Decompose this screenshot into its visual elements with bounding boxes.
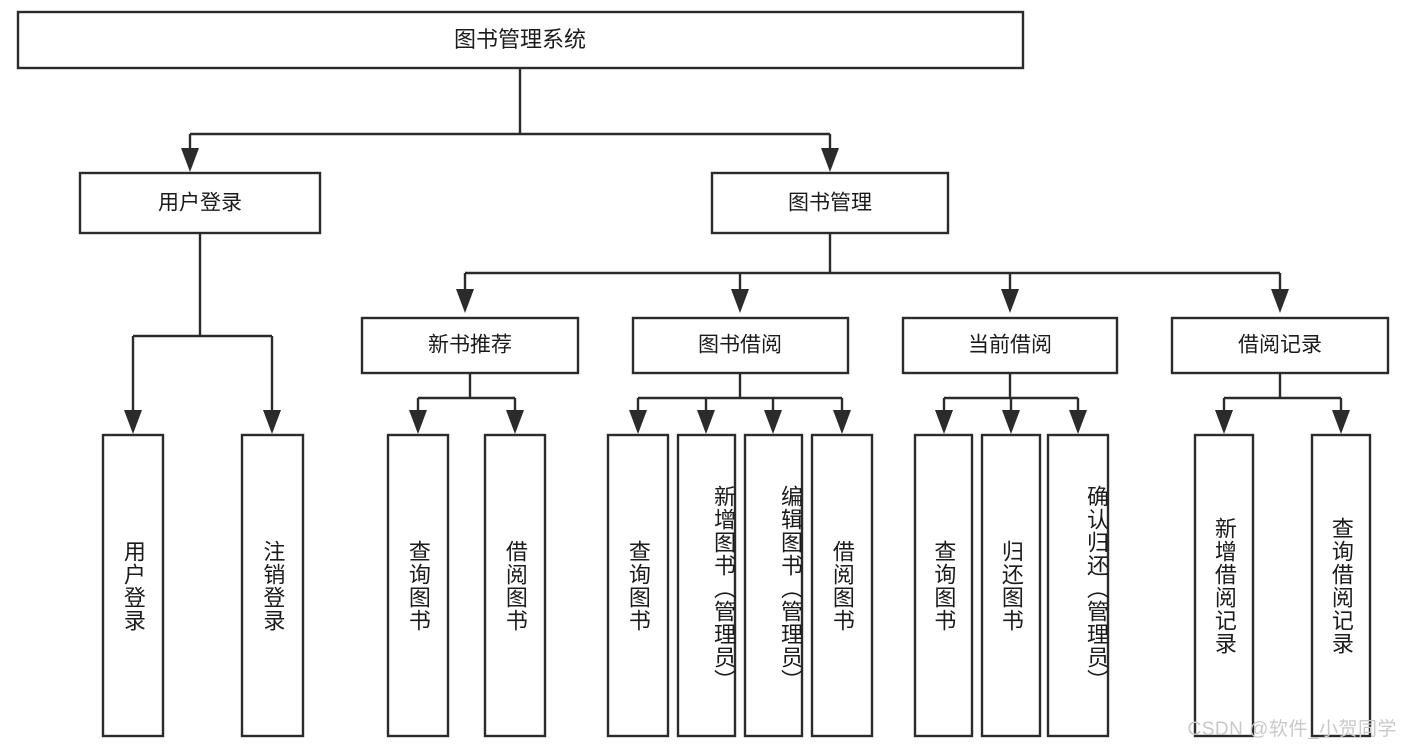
node-borrow-record-label: 借阅记录	[1238, 334, 1322, 357]
node-current-borrow[interactable]	[901, 316, 1119, 375]
leaf-borrow-query-book[interactable]	[606, 433, 670, 738]
arrowhead-borrow-query	[629, 410, 647, 434]
arrowhead-newbook-query	[409, 410, 427, 434]
arrowhead-borrow-record	[1271, 289, 1289, 313]
arrowhead-leaf-logout	[263, 410, 281, 434]
arrowhead-borrow-add	[697, 410, 715, 434]
node-user-login-label: 用户登录	[158, 192, 242, 215]
leaf-borrow-add-book-admin[interactable]	[676, 433, 737, 738]
arrowhead-new-book	[456, 289, 474, 313]
node-user-login[interactable]	[78, 171, 322, 235]
node-new-book-recommend-label: 新书推荐	[428, 334, 512, 357]
node-book-management-label: 图书管理	[788, 192, 872, 215]
arrowhead-current-return	[1002, 410, 1020, 434]
node-book-borrow-label: 图书借阅	[698, 334, 782, 357]
leaf-current-query-book[interactable]	[913, 433, 974, 738]
arrowhead-book-borrow	[731, 289, 749, 313]
csdn-watermark: CSDN @软件_小贺同学	[1187, 719, 1397, 740]
node-current-borrow-label: 当前借阅	[968, 334, 1052, 357]
leaf-user-login[interactable]	[101, 433, 165, 738]
node-new-book-recommend[interactable]	[360, 316, 580, 375]
arrowhead-record-query	[1332, 410, 1350, 434]
node-root-label: 图书管理系统	[454, 27, 586, 52]
node-root-book-management-system[interactable]	[16, 10, 1025, 70]
leaf-record-query-borrow-record[interactable]	[1310, 433, 1372, 738]
leaf-current-return-book[interactable]	[980, 433, 1042, 738]
leaf-newbook-borrow-book[interactable]	[483, 433, 547, 738]
node-book-management[interactable]	[710, 171, 950, 235]
arrowhead-record-add	[1215, 410, 1233, 434]
arrowhead-current-confirm	[1069, 410, 1087, 434]
leaf-borrow-edit-book-admin[interactable]	[743, 433, 804, 738]
arrowhead-book-manage	[821, 148, 839, 172]
arrowhead-borrow-edit	[764, 410, 782, 434]
arrowhead-newbook-borrow	[506, 410, 524, 434]
leaf-current-confirm-return-admin[interactable]	[1046, 433, 1110, 738]
arrowhead-user-login	[181, 148, 199, 172]
node-borrow-record[interactable]	[1170, 316, 1390, 375]
leaf-record-add-borrow-record[interactable]	[1193, 433, 1255, 738]
arrowhead-current-borrow	[1001, 289, 1019, 313]
leaf-borrow-lend-book[interactable]	[810, 433, 874, 738]
leaf-logout[interactable]	[240, 433, 305, 738]
leaf-newbook-query-book[interactable]	[386, 433, 450, 738]
arrowhead-current-query	[935, 410, 953, 434]
arrowhead-leaf-user-login	[124, 410, 142, 434]
node-book-borrow[interactable]	[631, 316, 850, 375]
arrowhead-borrow-lend	[833, 410, 851, 434]
